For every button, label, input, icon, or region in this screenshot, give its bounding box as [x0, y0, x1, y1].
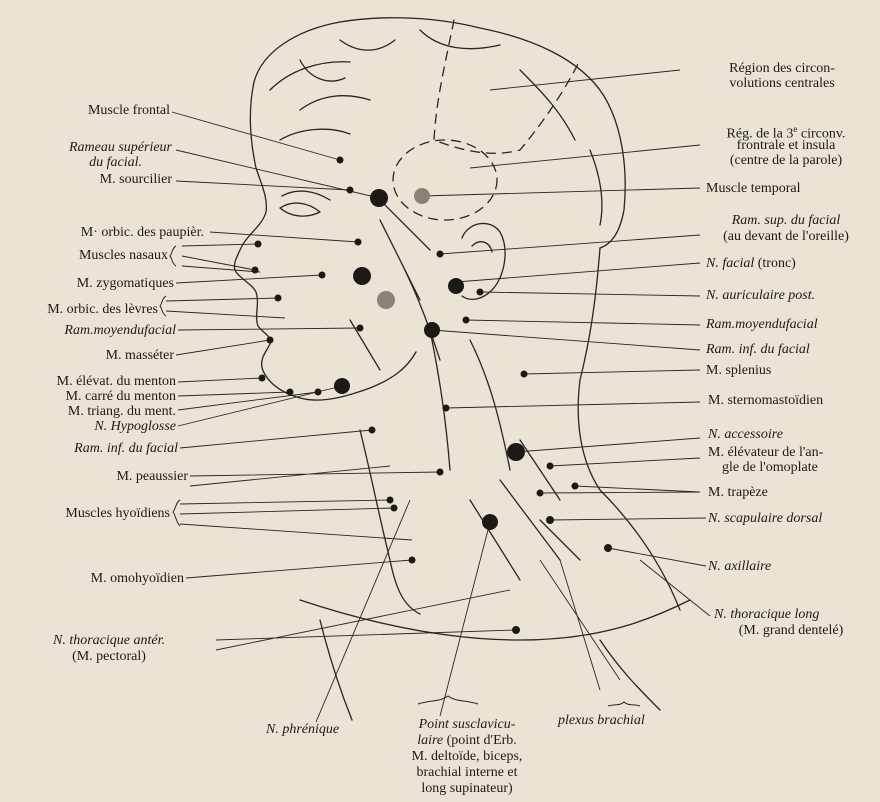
ear [462, 223, 505, 299]
label-au-devant-oreille: (au devant de l'oreille) [702, 229, 870, 244]
brace-nasaux [170, 246, 176, 266]
label-trapeze: M. trapèze [708, 485, 768, 500]
label-elevateur-angle: M. élévateur de l'an- [708, 445, 823, 460]
label-frontrale-insula: frontrale et insula [702, 138, 870, 153]
label-axillaire: N. axillaire [708, 559, 771, 574]
clavicle [300, 600, 690, 640]
label-pectoral: (M. pectoral) [4, 649, 214, 664]
jaw-neck-front [360, 352, 420, 614]
label-sternomastoidien: M. sternomastoïdien [708, 393, 823, 408]
label-muscles-nasaux: Muscles nasaux [20, 248, 168, 263]
label-ram-moyen-left: Ram.moyendufacial [4, 323, 176, 338]
label-thoracique-long: N. thoracique long [714, 607, 819, 622]
hair-outline [254, 18, 625, 248]
brace-point [418, 696, 478, 704]
label-orbic-levres: M. orbic. des lèvres [4, 302, 158, 317]
label-angle-omoplate: gle de l'omoplate [722, 460, 818, 475]
label-plexus-brachial: plexus brachial [558, 713, 645, 728]
label-point-susclaviculaire: Point susclavicu- [382, 717, 552, 732]
label-deltoide-biceps: M. deltoïde, biceps, [382, 749, 552, 764]
label-carre-menton: M. carré du menton [4, 389, 176, 404]
label-point-erb: laire (point d'Erb. [382, 733, 552, 748]
label-hyoidiens: Muscles hyoïdiens [4, 506, 170, 521]
label-phrenique: N. phrénique [266, 722, 339, 737]
brace-hyoidiens [173, 500, 180, 526]
label-triang-menton: M. triang. du ment. [4, 404, 176, 419]
label-rameau-superieur-2: du facial. [10, 155, 142, 170]
label-volutions-centrales: volutions centrales [694, 76, 870, 91]
label-ram-sup-facial: Ram. sup. du facial [702, 213, 870, 228]
label-sourcilier: M. sourcilier [40, 172, 172, 187]
label-splenius: M. splenius [706, 363, 771, 378]
label-scapulaire-dorsal: N. scapulaire dorsal [708, 511, 822, 526]
label-muscle-frontal: Muscle frontal [20, 103, 170, 118]
label-peaussier: M. peaussier [20, 469, 188, 484]
label-hypoglosse: N. Hypoglosse [4, 419, 176, 434]
label-orbic-paupieres: M· orbic. des paupièr. [4, 225, 204, 240]
label-zygomatiques: M. zygomatiques [20, 276, 174, 291]
label-masseter: M. masséter [40, 348, 174, 363]
dashed-circumvolutions [434, 20, 580, 153]
brace-levres [160, 296, 166, 316]
neck-back [578, 248, 680, 610]
neck-mid [430, 330, 510, 470]
eye [280, 191, 330, 216]
label-thoracique-anter: N. thoracique antér. [4, 633, 214, 648]
label-rameau-superieur: Rameau supérieur [10, 140, 172, 155]
label-accessoire: N. accessoire [708, 427, 783, 442]
label-omohyoidien: M. omohyoïdien [20, 571, 184, 586]
label-ram-moyen-right: Ram.moyendufacial [706, 317, 818, 332]
label-ram-inf-right: Ram. inf. du facial [706, 342, 810, 357]
brace-plexus [608, 702, 640, 706]
label-elevat-menton: M. élévat. du menton [4, 374, 176, 389]
label-grand-dentele: (M. grand dentelé) [712, 623, 870, 638]
label-long-supinateur: long supinateur) [382, 781, 552, 796]
label-region-circon: Région des circon- [694, 61, 870, 76]
dashed-third-circonv [393, 140, 497, 220]
label-ram-inf-left: Ram. inf. du facial [4, 441, 178, 456]
label-muscle-temporal: Muscle temporal [706, 181, 800, 196]
label-n-facial-tronc: N. facial (tronc) [706, 256, 796, 271]
label-auriculaire-post: N. auriculaire post. [706, 288, 815, 303]
label-brachial-interne: brachial interne et [382, 765, 552, 780]
label-centre-parole: (centre de la parole) [702, 153, 870, 168]
